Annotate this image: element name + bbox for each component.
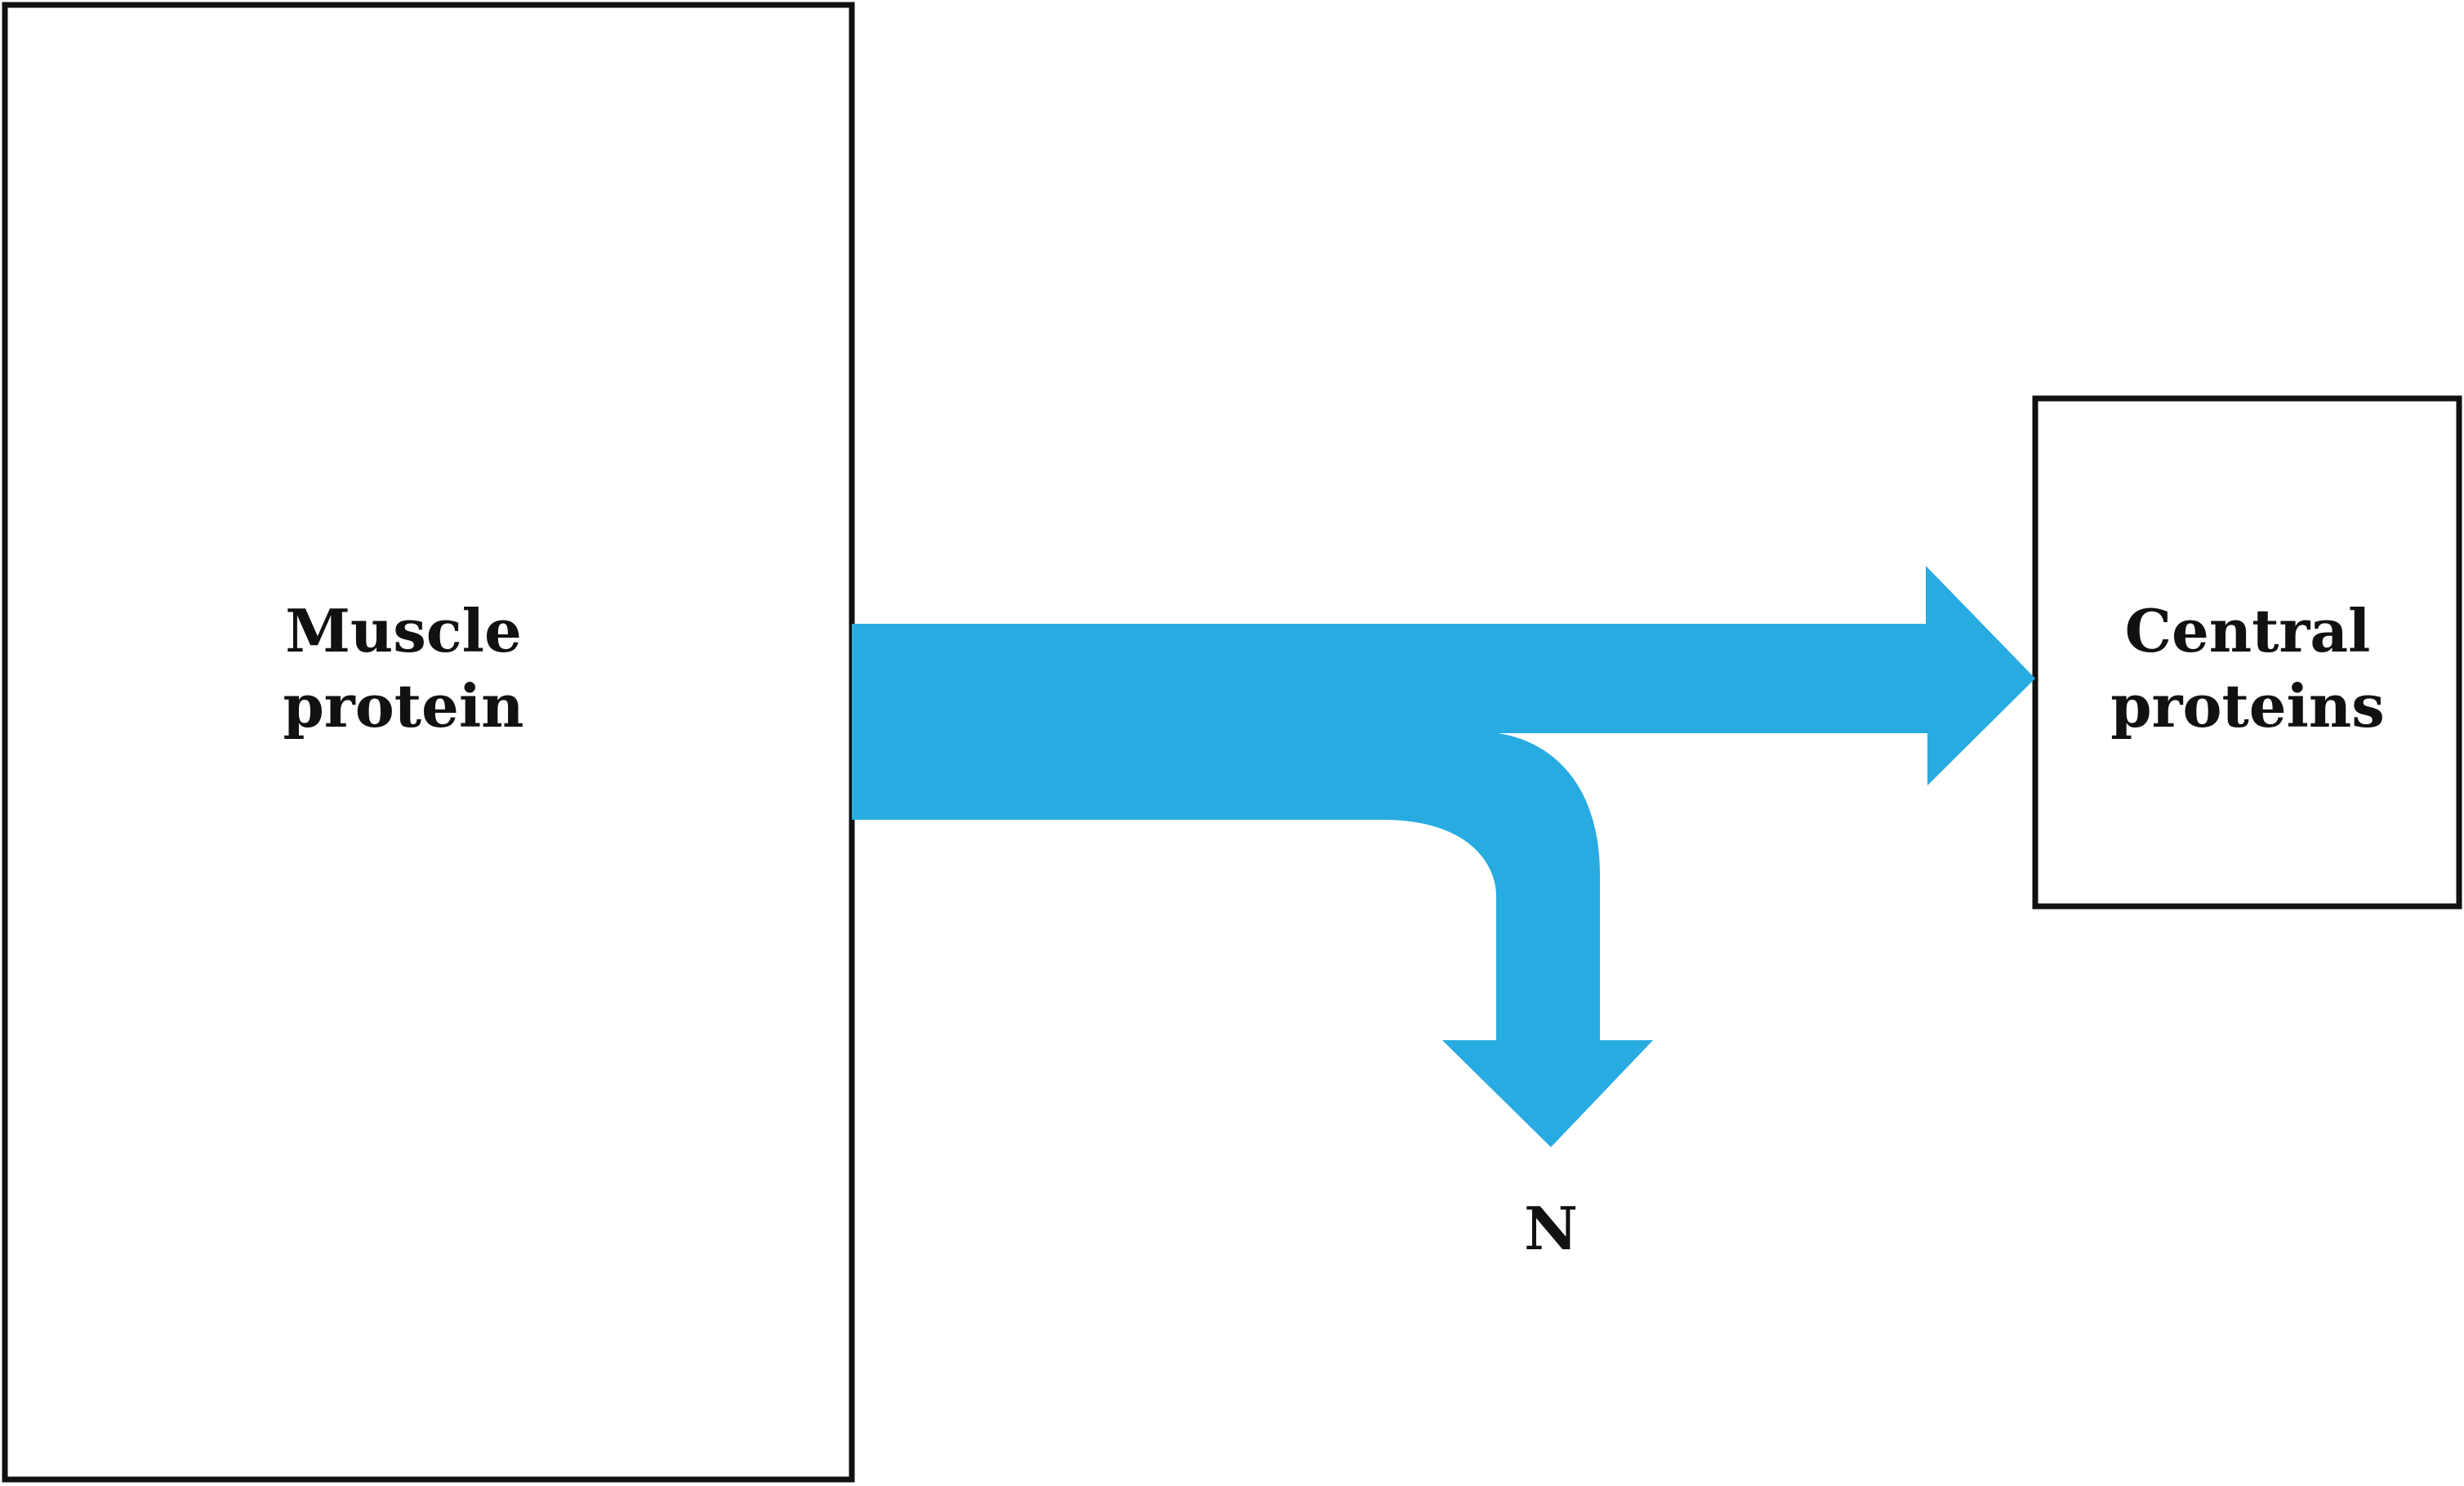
muscle-protein-label-line2: protein xyxy=(283,671,524,741)
muscle-protein-label-line1: Muscle xyxy=(285,596,522,665)
central-proteins-label-line2: proteins xyxy=(2110,671,2385,741)
flow-arrow xyxy=(852,566,2035,1147)
muscle-protein-box xyxy=(2,2,855,1483)
nitrogen-label: N xyxy=(1524,1194,1578,1263)
central-proteins-box xyxy=(2032,395,2462,910)
central-proteins-label-line1: Central xyxy=(2125,596,2371,665)
